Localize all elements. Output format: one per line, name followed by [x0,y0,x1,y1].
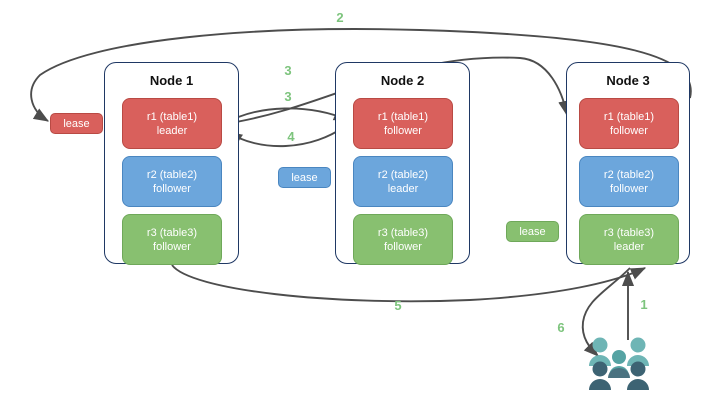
node-title: Node 3 [606,73,650,88]
replica-role: leader [387,182,419,195]
step-label-3b: 3 [284,89,292,104]
replica-name: r3 (table3) [603,226,655,239]
step-label-2: 2 [336,10,344,25]
replica-role: follower [610,124,648,137]
replica-card[interactable]: r1 (table1) follower [579,98,679,149]
node-container-3[interactable]: Node 3 r1 (table1) follower r2 (table2) … [566,62,690,265]
step-label-1: 1 [640,297,648,312]
node-container-2[interactable]: Node 2 r1 (table1) follower r2 (table2) … [335,62,470,265]
node-container-1[interactable]: Node 1 r1 (table1) leader r2 (table2) fo… [104,62,239,265]
replica-card[interactable]: r2 (table2) leader [353,156,453,207]
replica-card[interactable]: r3 (table3) leader [579,214,679,265]
lease-label: lease [63,117,90,130]
lease-badge-green[interactable]: lease [506,221,559,242]
replica-role: leader [156,124,188,137]
node-title: Node 2 [380,73,425,88]
replica-name: r2 (table2) [603,168,655,181]
replica-name: r1 (table1) [603,110,655,123]
users-group-icon [589,337,649,390]
replica-name: r3 (table3) [377,226,429,239]
step-label-3a: 3 [284,63,292,78]
step-label-6: 6 [557,320,565,335]
replica-card[interactable]: r2 (table2) follower [579,156,679,207]
replica-card[interactable]: r3 (table3) follower [353,214,453,265]
replica-role: follower [384,124,422,137]
lease-label: lease [291,171,318,184]
arrow-step-5 [171,264,647,303]
replica-card[interactable]: r3 (table3) follower [122,214,222,265]
replica-card[interactable]: r1 (table1) follower [353,98,453,149]
lease-badge-red[interactable]: lease [50,113,103,134]
replica-name: r3 (table3) [146,226,198,239]
replica-role: follower [153,240,191,253]
replica-role: leader [613,240,645,253]
replica-card[interactable]: r2 (table2) follower [122,156,222,207]
lease-label: lease [519,225,546,238]
lease-badge-blue[interactable]: lease [278,167,331,188]
step-label-4: 4 [287,129,295,144]
replica-card[interactable]: r1 (table1) leader [122,98,222,149]
replica-role: follower [384,240,422,253]
node-title: Node 1 [149,73,194,88]
replica-name: r2 (table2) [146,168,198,181]
replica-name: r2 (table2) [377,168,429,181]
replica-role: follower [610,182,648,195]
step-label-5: 5 [394,298,402,313]
replica-name: r1 (table1) [377,110,429,123]
arrow-step-3-to-node2 [223,107,350,125]
replica-name: r1 (table1) [146,110,198,123]
replica-role: follower [153,182,191,195]
